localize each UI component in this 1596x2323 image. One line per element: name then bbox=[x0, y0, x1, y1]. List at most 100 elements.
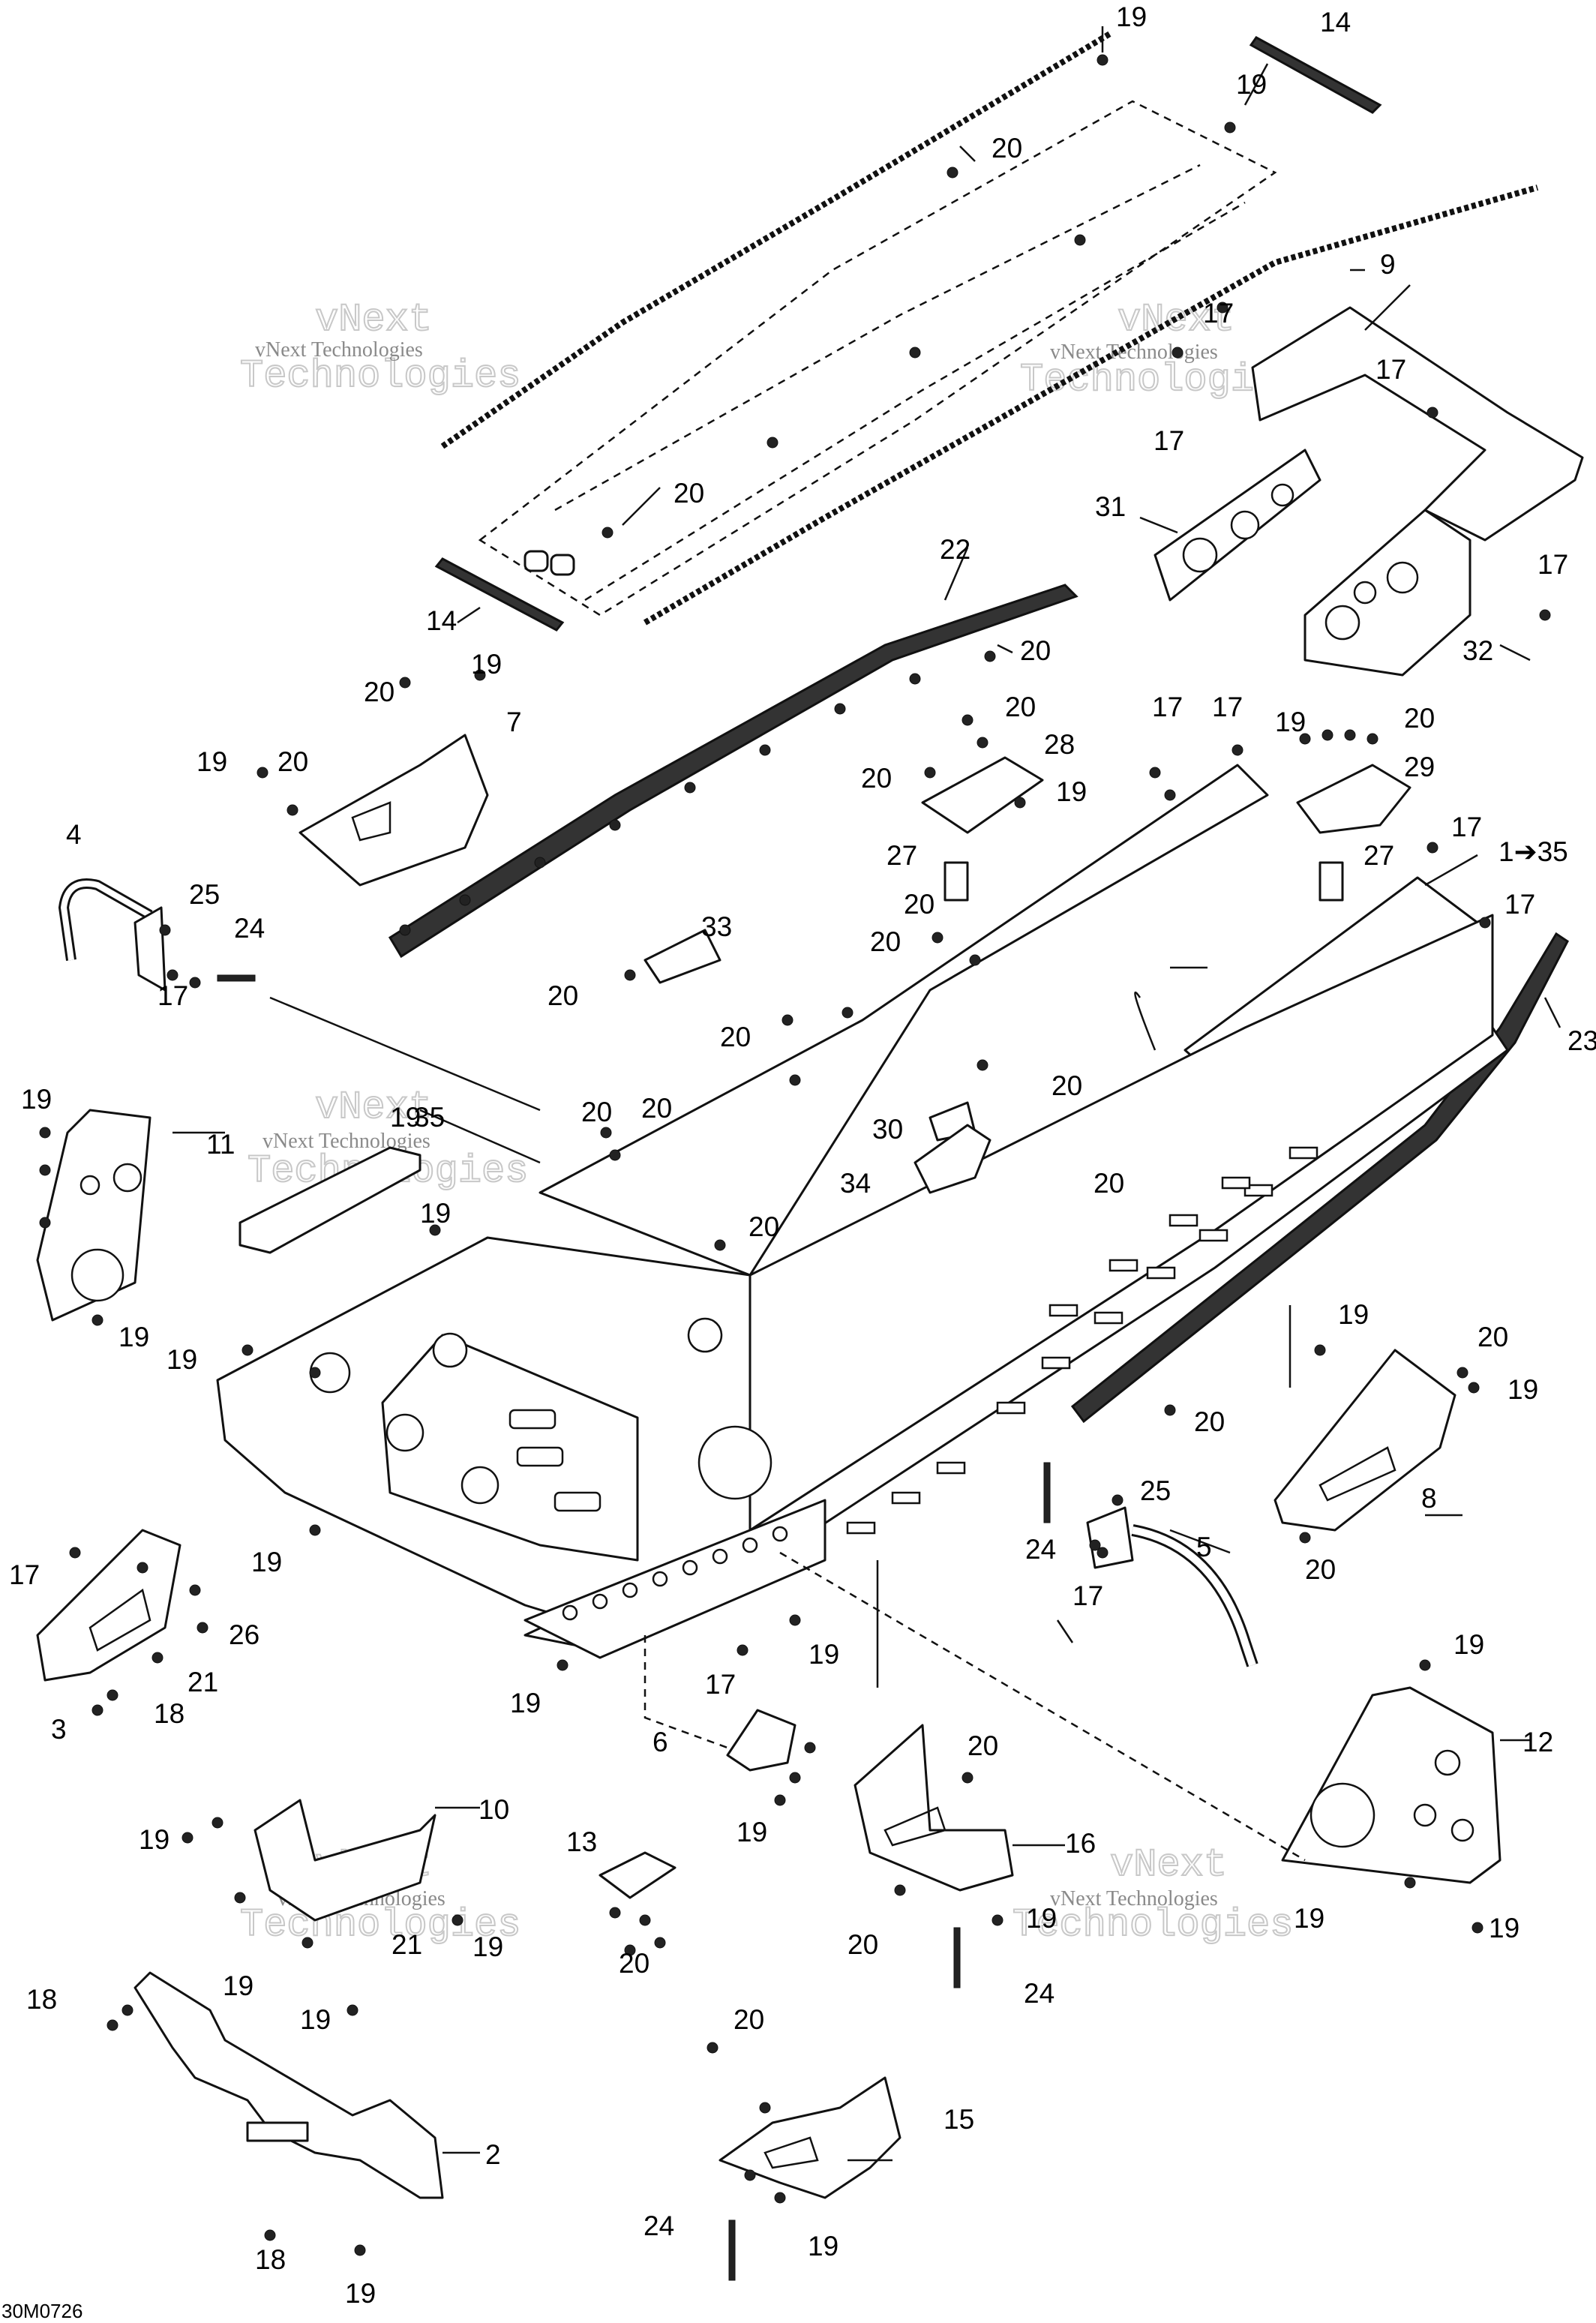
tunnel-main-assembly bbox=[216, 764, 1509, 1659]
fastener-bolt bbox=[909, 347, 921, 359]
callout-10: 10 bbox=[478, 1794, 509, 1825]
fastener-bolt bbox=[1426, 842, 1438, 854]
large-hole bbox=[698, 1425, 772, 1500]
fastener-bolt bbox=[684, 782, 696, 794]
large-hole bbox=[687, 1317, 723, 1353]
fastener-bolt bbox=[459, 894, 471, 906]
fastener-bolt bbox=[302, 1937, 314, 1949]
fastener-bolt bbox=[804, 1742, 816, 1754]
callout-17: 17 bbox=[1538, 549, 1568, 580]
watermark-6: vNext Technologies vNext Technologies bbox=[1012, 1842, 1294, 1948]
bracket-29 bbox=[1296, 764, 1412, 834]
callout-24: 24 bbox=[1024, 1978, 1054, 2009]
bracket-28 bbox=[921, 756, 1044, 834]
fastener-bolt bbox=[106, 1689, 118, 1701]
floor-slots bbox=[846, 1146, 1318, 1535]
fastener-bolt bbox=[1539, 609, 1551, 621]
callout-19: 19 bbox=[1338, 1299, 1369, 1330]
callout-16: 16 bbox=[1065, 1828, 1096, 1859]
bracket-15-cutout bbox=[764, 2136, 819, 2169]
bracket-15 bbox=[718, 2076, 902, 2199]
callout-29: 29 bbox=[1404, 752, 1435, 782]
callout-21: 21 bbox=[392, 1929, 422, 1960]
callout-5: 5 bbox=[1196, 1532, 1212, 1562]
fastener-bolt bbox=[346, 2004, 358, 2016]
fastener-bolt bbox=[639, 1914, 651, 1926]
fastener-bolt bbox=[992, 1914, 1004, 1926]
callout-17: 17 bbox=[1451, 812, 1482, 842]
fastener-bolt bbox=[354, 2244, 366, 2256]
fastener-bolt bbox=[159, 924, 171, 936]
callout-19: 19 bbox=[420, 1198, 451, 1229]
bracket-16 bbox=[854, 1724, 1014, 1892]
fastener-bolt bbox=[136, 1562, 148, 1574]
leader-lines bbox=[172, 26, 1562, 2162]
callout-17: 17 bbox=[1212, 692, 1243, 722]
callout-20: 20 bbox=[619, 1948, 650, 1979]
leader-line bbox=[457, 606, 481, 624]
callout-2: 2 bbox=[485, 2139, 501, 2170]
bracket-7 bbox=[298, 734, 489, 887]
fastener-bolt bbox=[976, 1059, 988, 1071]
fastener-bolt bbox=[789, 1614, 801, 1626]
fastener-bolt bbox=[242, 1344, 254, 1356]
callout-19: 19 bbox=[472, 1931, 503, 1962]
callout-19: 19 bbox=[808, 2231, 838, 2261]
perforation bbox=[592, 1593, 608, 1610]
fastener-bolt bbox=[946, 167, 958, 179]
watermark-text: vNext Technologies bbox=[255, 338, 423, 362]
callout-20: 20 bbox=[968, 1730, 998, 1761]
fastener-bolt bbox=[1096, 1547, 1108, 1559]
callout-17: 17 bbox=[1152, 692, 1183, 722]
callout-19: 19 bbox=[300, 2004, 331, 2035]
callouts: 19 14 19 20 17 9 17 17 20 31 17 14 32 22… bbox=[9, 2, 1596, 2309]
callout-28: 28 bbox=[1044, 729, 1075, 760]
fastener-bolt bbox=[736, 1644, 748, 1656]
perforation bbox=[772, 1526, 788, 1542]
watermark-text: vNext bbox=[1110, 1843, 1227, 1887]
perforation bbox=[712, 1548, 728, 1565]
floor-slot bbox=[996, 1401, 1026, 1415]
fasteners bbox=[39, 54, 1551, 2256]
fastener-bolt bbox=[842, 1007, 854, 1019]
leader-line bbox=[1056, 1619, 1074, 1643]
callout-17: 17 bbox=[1376, 354, 1406, 385]
callout-19: 19 bbox=[736, 1817, 767, 1847]
callout-23: 23 bbox=[1568, 1025, 1596, 1056]
fastener-bolt bbox=[609, 1907, 621, 1919]
callout-17: 17 bbox=[1154, 425, 1184, 456]
fastener-bolt bbox=[196, 1622, 208, 1634]
plate-hole bbox=[1310, 1782, 1376, 1848]
floor-slot bbox=[1198, 1229, 1228, 1242]
callout-19: 19 bbox=[1026, 1903, 1057, 1934]
bracket-8-cutout bbox=[1318, 1446, 1396, 1502]
fastener-bolt bbox=[182, 1832, 194, 1844]
callout-32: 32 bbox=[1462, 635, 1493, 666]
fastener-bolt bbox=[106, 2019, 118, 2031]
assembly-arrow bbox=[269, 996, 541, 1112]
callout-19: 19 bbox=[390, 1102, 421, 1133]
large-hole bbox=[386, 1413, 424, 1452]
fastener-bolt bbox=[452, 1914, 464, 1926]
bracket-hole bbox=[1353, 581, 1377, 605]
fastener-bolt bbox=[909, 673, 921, 685]
callout-19: 19 bbox=[1275, 707, 1306, 737]
fastener-bolt bbox=[264, 2229, 276, 2241]
callout-26: 26 bbox=[229, 1619, 260, 1650]
fastener-bolt bbox=[556, 1659, 568, 1671]
fastener-bolt bbox=[1074, 234, 1086, 246]
fastener-bolt bbox=[609, 819, 621, 831]
bracket-7-body bbox=[298, 734, 489, 887]
leader-line bbox=[1424, 854, 1478, 887]
callout-19: 19 bbox=[166, 1344, 197, 1375]
fastener-bolt bbox=[189, 977, 201, 989]
rail-2-body bbox=[134, 1971, 444, 2199]
callout-19: 19 bbox=[1489, 1913, 1520, 1943]
callout-11: 11 bbox=[206, 1129, 235, 1160]
fastener-bolt bbox=[39, 1164, 51, 1176]
callout-20: 20 bbox=[748, 1211, 779, 1242]
bracket-10 bbox=[254, 1799, 436, 1922]
front-panel-slot bbox=[508, 1409, 556, 1430]
watermark-text: Technologies bbox=[240, 354, 520, 398]
